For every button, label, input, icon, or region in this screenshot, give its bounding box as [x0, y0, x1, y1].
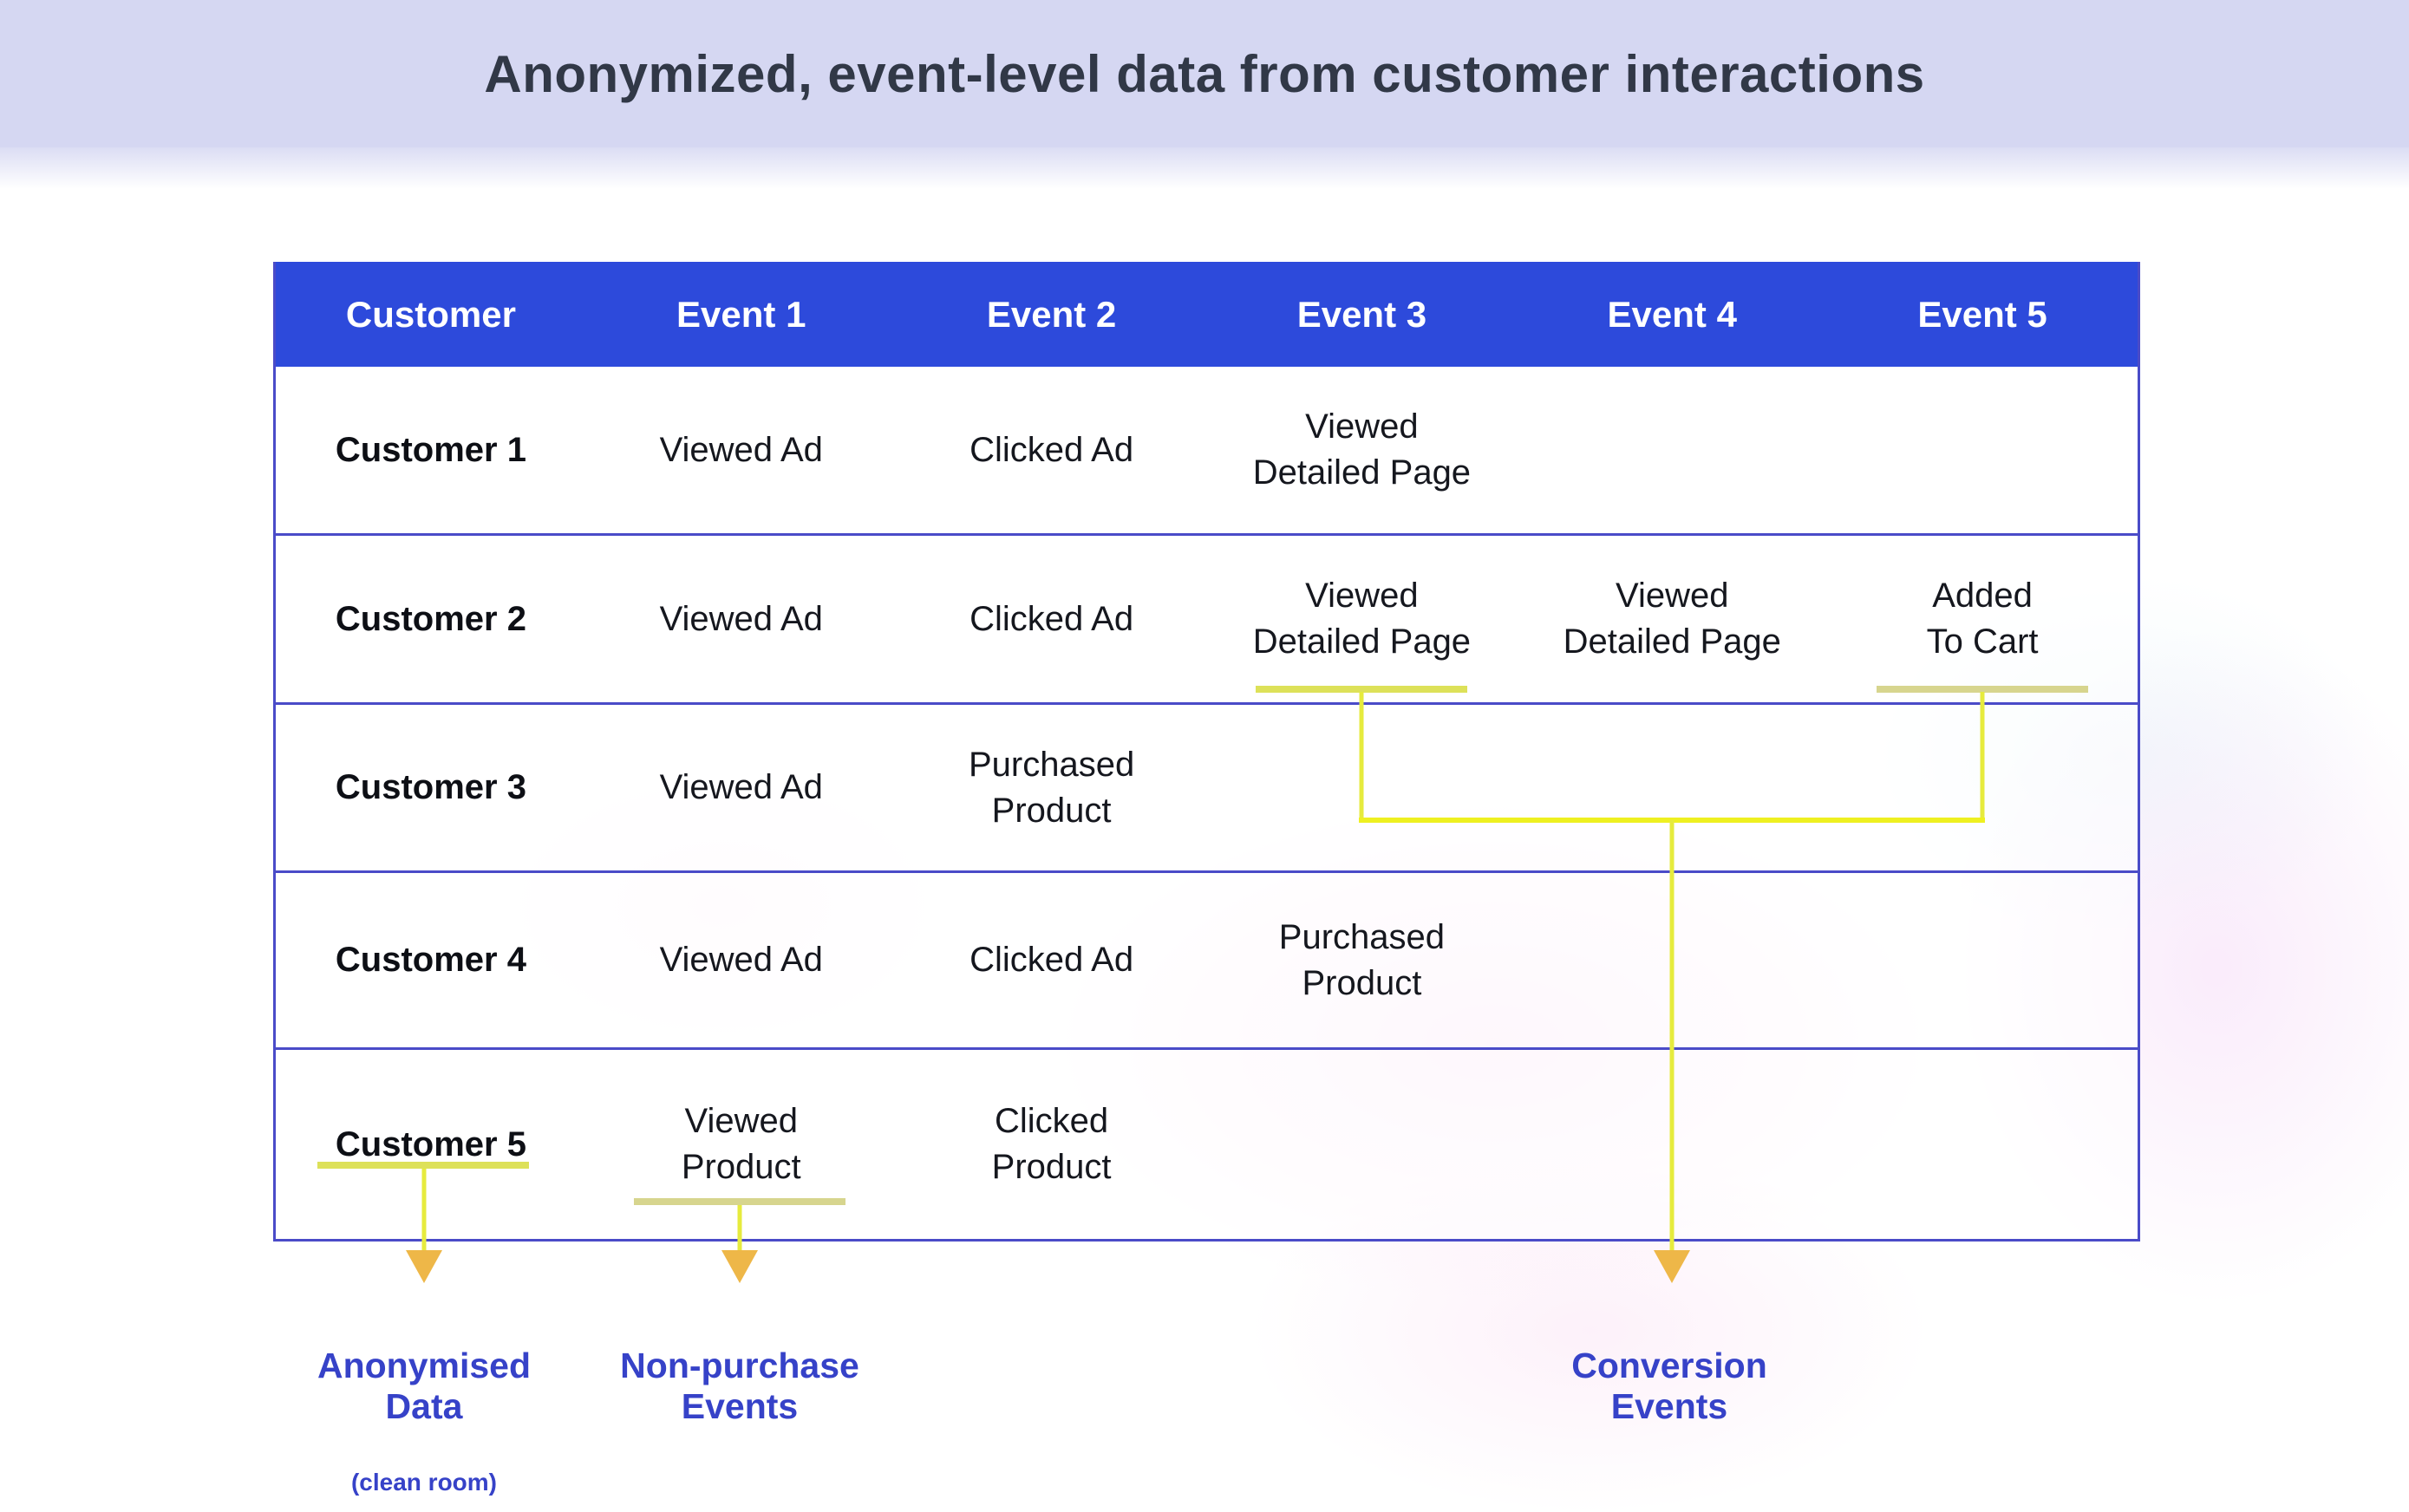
customer-cell: Customer 4: [335, 941, 526, 980]
table-header-row: Customer Event 1 Event 2 Event 3 Event 4…: [276, 262, 2138, 367]
table-row-customer-4: Customer 4 Viewed Ad Clicked Ad Purchase…: [276, 873, 2138, 1050]
table-header-cell-event-3: Event 3: [1296, 293, 1427, 335]
table-row-customer-2: Customer 2 Viewed Ad Clicked Ad Viewed D…: [276, 536, 2138, 705]
event-cell: [1517, 705, 1827, 870]
event-cell: Viewed Ad: [659, 941, 823, 980]
annotation-label-title: Conversion Events: [1571, 1346, 1767, 1426]
table-header-cell-customer: Customer: [345, 293, 516, 335]
event-cell: [1827, 1050, 2138, 1239]
table-header-cell-event-5: Event 5: [1917, 293, 2047, 335]
table-row-customer-3: Customer 3 Viewed Ad Purchased Product: [276, 705, 2138, 873]
title-banner: Anonymized, event-level data from custom…: [0, 0, 2409, 189]
event-cell: Viewed Detailed Page: [1252, 407, 1472, 492]
customer-cell: Customer 1: [335, 430, 526, 469]
annotation-label-non-purchase-events: Non-purchase Events: [620, 1306, 859, 1466]
annotation-label-anonymised-data: Anonymised Data (clean room): [317, 1306, 531, 1512]
event-cell: [1517, 873, 1827, 1047]
event-cell: Clicked Ad: [969, 599, 1134, 638]
arrow-down-icon: [721, 1250, 758, 1283]
event-cell: Viewed Detailed Page: [1563, 577, 1781, 661]
events-table: Customer Event 1 Event 2 Event 3 Event 4…: [273, 262, 2140, 1242]
arrow-down-icon: [1654, 1250, 1690, 1283]
event-cell: Viewed Ad: [659, 599, 823, 638]
page-title: Anonymized, event-level data from custom…: [484, 44, 1925, 103]
event-cell: Clicked Product: [991, 1102, 1112, 1186]
event-cell: [1827, 705, 2138, 870]
arrow-down-icon: [406, 1250, 442, 1283]
event-cell: Viewed Product: [681, 1102, 801, 1186]
event-cell: [1827, 873, 2138, 1047]
annotation-label-title: Non-purchase Events: [620, 1346, 859, 1426]
event-cell: Viewed Ad: [659, 768, 823, 807]
event-cell: Clicked Ad: [969, 941, 1134, 980]
table-header-cell-event-2: Event 2: [986, 293, 1117, 335]
event-cell: Purchased Product: [968, 745, 1135, 830]
annotation-label-conversion-events: Conversion Events: [1571, 1306, 1767, 1466]
event-cell: Clicked Ad: [969, 430, 1134, 469]
customer-cell: Customer 5: [335, 1124, 526, 1163]
event-cell: [1207, 705, 1518, 870]
table-row-customer-5: Customer 5 Viewed Product Clicked Produc…: [276, 1050, 2138, 1239]
customer-cell: Customer 3: [335, 768, 526, 807]
table-header-cell-event-4: Event 4: [1607, 293, 1737, 335]
event-cell: [1517, 1050, 1827, 1239]
event-cell: Viewed Ad: [659, 430, 823, 469]
event-cell: Purchased Product: [1278, 917, 1446, 1002]
annotation-label-subtitle: (clean room): [350, 1469, 498, 1496]
event-cell: [1207, 1050, 1518, 1239]
table-row-customer-1: Customer 1 Viewed Ad Clicked Ad Viewed D…: [276, 367, 2138, 536]
table-header-cell-event-1: Event 1: [676, 293, 806, 335]
event-cell: [1827, 367, 2138, 533]
customer-cell: Customer 2: [335, 599, 526, 638]
annotation-label-title: Anonymised Data: [317, 1346, 532, 1426]
event-cell: Viewed Detailed Page: [1252, 577, 1472, 661]
event-cell: Added To Cart: [1926, 577, 2039, 661]
event-cell: [1517, 367, 1827, 533]
